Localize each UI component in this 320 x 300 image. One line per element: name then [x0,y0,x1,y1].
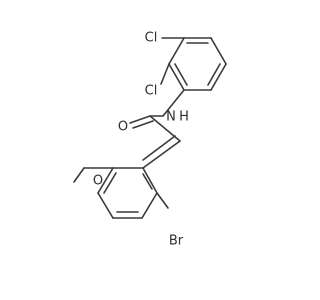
alkene-bond [142,140,181,169]
chlorine-top-label: Cl [145,31,158,46]
nitrogen-label: N [166,110,176,125]
chemical-structure: Cl Cl N H O O Br [73,31,227,249]
ring-bond [142,167,158,194]
ring-bond [97,192,114,219]
ring-inner-double-bond [174,63,188,86]
carbonyl-double-bond [129,115,151,124]
bromine-label: Br [169,234,184,249]
ring-bond [168,63,185,91]
cl-mid-bond [160,63,170,85]
hydrogen-label: H [179,110,189,125]
ring-bond [210,63,227,91]
ring-inner-double-bond [207,63,221,86]
structure-canvas: Cl Cl N H O O Br [73,30,227,249]
ring-bond [141,192,158,219]
ring-bond [168,37,185,65]
ring-bond [210,37,227,65]
chlorine-mid-label: Cl [145,84,158,99]
aryl-n-bond [162,89,185,117]
methoxy-methyl-bond [73,167,85,183]
carbonyl-double-bond-second [132,120,154,129]
methoxy-oxygen-label: O [93,174,103,189]
alkene-double-bond [142,135,176,161]
ring-inner-double-bond [103,172,117,194]
ring-bond [97,167,114,194]
ring-inner-double-bond [142,173,153,190]
carbonyl-oxygen-label: O [118,120,128,135]
bromomethoxyphenyl-ring [97,167,158,219]
bromine-bond [156,192,169,209]
dichlorophenyl-ring [168,37,227,91]
